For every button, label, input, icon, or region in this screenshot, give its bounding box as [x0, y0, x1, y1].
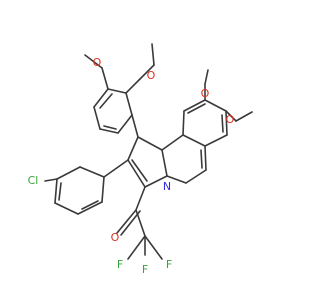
atom-o-mid-right: O [226, 113, 235, 126]
molecule-structure: O O O O N Cl O F F F [28, 43, 253, 276]
trifluoroacetyl-group [116, 186, 163, 260]
molecule-diagram: O O O O N Cl O F F F [28, 43, 253, 276]
atom-f3: F [166, 258, 172, 271]
right-methoxy-groups [204, 69, 253, 122]
atom-f1: F [142, 263, 148, 276]
atom-n-ring: N [163, 180, 171, 193]
atom-f2: F [117, 258, 123, 271]
atom-o-top-right: O [147, 69, 156, 82]
atom-cl: Cl [28, 174, 39, 187]
atom-o-top-left: O [93, 56, 102, 69]
atom-o-mid-left: O [201, 87, 210, 100]
chlorophenyl-ring [44, 159, 129, 215]
pyrroloisoquinoline-core [127, 99, 228, 188]
atom-o-carbonyl: O [111, 231, 120, 244]
top-methoxy-groups [84, 43, 155, 94]
dimethoxyphenyl-ring [93, 88, 133, 134]
